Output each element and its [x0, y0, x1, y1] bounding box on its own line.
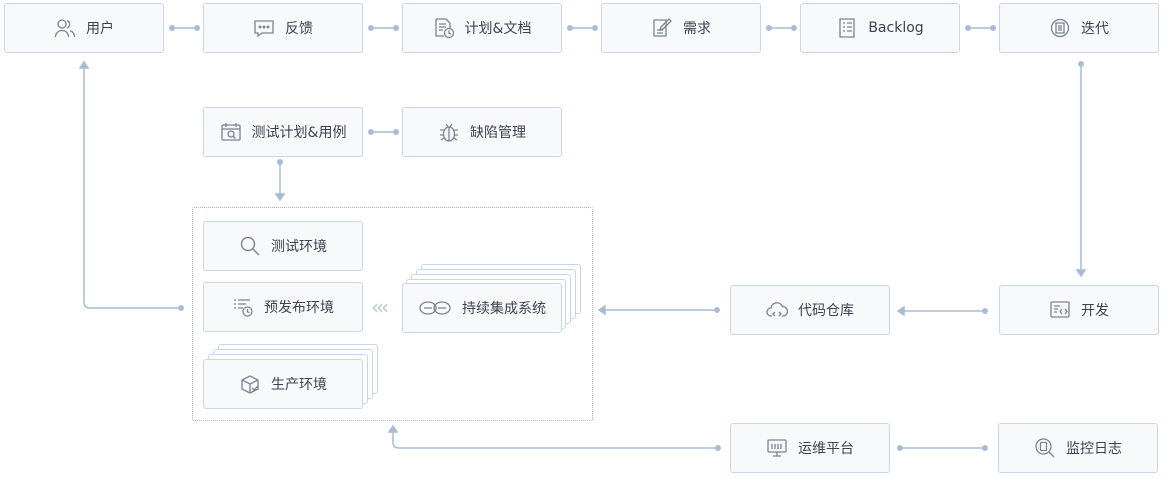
bug-icon	[438, 121, 460, 143]
search-icon	[239, 235, 261, 257]
node-preprod-env-label: 预发布环境	[264, 300, 334, 316]
monitor-icon	[766, 437, 788, 459]
node-ci-system-label: 持续集成系统	[462, 301, 546, 317]
node-backlog-label: Backlog	[868, 20, 924, 36]
package-box-icon	[239, 373, 261, 395]
environment-group	[192, 207, 593, 421]
node-prod-env[interactable]: 生产环境	[203, 359, 363, 409]
node-backlog[interactable]: Backlog	[800, 3, 960, 53]
node-user[interactable]: 用户	[4, 3, 164, 53]
node-plan-docs-label: 计划&文档	[464, 21, 532, 37]
node-test-env-label: 测试环境	[271, 239, 327, 255]
code-document-icon	[1049, 299, 1071, 321]
node-test-env[interactable]: 测试环境	[203, 221, 363, 271]
chevrons-left-icon: ‹‹‹	[371, 295, 389, 319]
edit-document-icon	[651, 17, 673, 39]
node-code-repo[interactable]: 代码仓库	[730, 285, 890, 335]
node-ops-platform-label: 运维平台	[798, 441, 854, 457]
calendar-search-icon	[220, 121, 242, 143]
node-development-label: 开发	[1081, 303, 1109, 319]
node-defect-mgmt[interactable]: 缺陷管理	[402, 107, 562, 157]
users-icon	[54, 17, 76, 39]
node-preprod-env[interactable]: 预发布环境	[203, 282, 363, 332]
log-search-icon	[1034, 437, 1056, 459]
node-iteration[interactable]: 迭代	[999, 3, 1159, 53]
list-clock-icon	[232, 296, 254, 318]
iteration-cycle-icon	[1049, 17, 1071, 39]
node-iteration-label: 迭代	[1081, 21, 1109, 37]
node-monitoring-logs[interactable]: 监控日志	[998, 423, 1158, 473]
node-prod-env-label: 生产环境	[271, 377, 327, 393]
node-code-repo-label: 代码仓库	[798, 303, 854, 319]
infinity-loop-icon	[418, 297, 452, 319]
node-monitoring-logs-label: 监控日志	[1066, 441, 1122, 457]
node-plan-docs[interactable]: 计划&文档	[402, 3, 562, 53]
node-ops-platform[interactable]: 运维平台	[730, 423, 890, 473]
document-clock-icon	[433, 17, 455, 39]
node-feedback-label: 反馈	[285, 21, 313, 37]
node-requirements[interactable]: 需求	[601, 3, 761, 53]
node-development[interactable]: 开发	[999, 285, 1159, 335]
chat-bubble-icon	[253, 17, 275, 39]
node-ci-system[interactable]: 持续集成系统	[402, 283, 562, 333]
cloud-code-icon	[766, 299, 788, 321]
node-user-label: 用户	[86, 21, 114, 37]
node-defect-mgmt-label: 缺陷管理	[470, 125, 526, 141]
node-test-plan[interactable]: 测试计划&用例	[203, 107, 363, 157]
list-document-icon	[836, 17, 858, 39]
node-feedback[interactable]: 反馈	[203, 3, 363, 53]
node-requirements-label: 需求	[683, 21, 711, 37]
node-test-plan-label: 测试计划&用例	[251, 125, 347, 141]
